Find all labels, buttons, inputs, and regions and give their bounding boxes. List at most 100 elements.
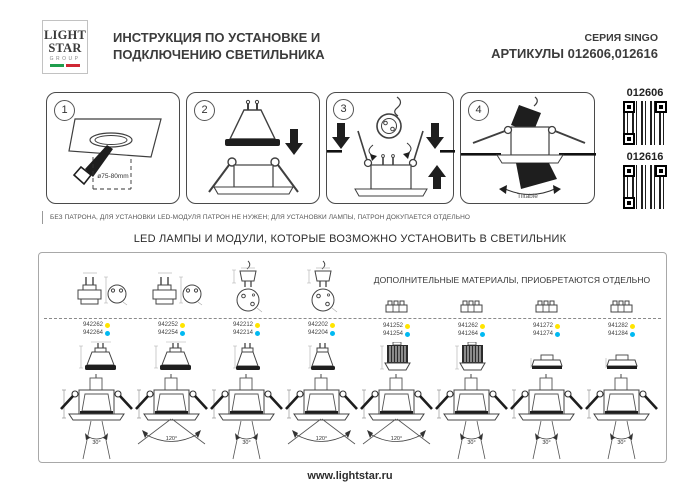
website-url: www.lightstar.ru (307, 470, 393, 482)
installed-fixture-drawing: 120° (134, 374, 209, 462)
cyan-dot-icon (105, 331, 111, 336)
section-title: LED ЛАМПЫ И МОДУЛИ, КОТОРЫЕ ВОЗМОЖНО УСТ… (133, 233, 567, 245)
installed-fixture-drawing: 120° (359, 374, 434, 462)
article-number: 942202 (307, 322, 329, 328)
flat-module-drawing (530, 354, 562, 370)
article-number: 941274 (532, 331, 554, 338)
document-title: ИНСТРУКЦИЯ ПО УСТАНОВКЕ И ПОДКЛЮЧЕНИЮ СВ… (113, 30, 325, 64)
article-number: 942212 (232, 322, 254, 328)
arrow-down-icon (426, 123, 444, 149)
beam-angle-label: 30° (542, 440, 551, 447)
connect-socket-drawing (327, 96, 455, 197)
qr-article-012606: 012606 (626, 87, 664, 99)
lamp-column-2: 942252 942254 120° (134, 259, 209, 462)
installed-fixture-drawing: 30° (509, 374, 584, 462)
italy-flag-stripe (50, 64, 80, 67)
qr-code-012606 (623, 101, 667, 145)
cyan-dot-icon (405, 332, 411, 338)
logo-text-light: LIGHT (44, 28, 86, 42)
document-title-line2: ПОДКЛЮЧЕНИЮ СВЕТИЛЬНИКА (113, 46, 325, 62)
beam-angle-label: 120° (165, 436, 178, 442)
socket-note: БЕЗ ПАТРОНА, ДЛЯ УСТАНОВКИ LED-МОДУЛЯ ПА… (42, 211, 470, 224)
socket-block-icon (460, 300, 482, 313)
narrow-lamp-drawing (231, 342, 261, 371)
spot-lamp-drawing (152, 341, 192, 371)
yellow-dot-icon (330, 323, 336, 328)
cyan-dot-icon (180, 331, 186, 336)
lamp-column-8: 941282 941284 30° (584, 259, 659, 462)
flat-module-drawing (605, 354, 637, 370)
cyan-dot-icon (255, 331, 261, 336)
cyan-dot-icon (555, 332, 561, 338)
article-number: 942204 (307, 330, 329, 336)
article-number: 941252 (382, 323, 404, 330)
additional-materials-title: ДОПОЛНИТЕЛЬНЫЕ МАТЕРИАЛЫ, ПРИОБРЕТАЮТСЯ … (373, 275, 651, 285)
arrow-down-icon (332, 123, 350, 149)
article-pair: 941282 941284 (607, 322, 636, 339)
installed-fixture-drawing: 30° (209, 374, 284, 462)
cut-hole-drawing (68, 118, 162, 190)
installed-fixture-drawing: 30° (434, 374, 509, 462)
tiltable-fixture-drawing (461, 96, 596, 196)
installed-fixture-drawing: 30° (59, 374, 134, 462)
lamp-column-7: 941272 941274 30° (509, 259, 584, 462)
article-number: 942262 (82, 322, 104, 328)
article-pair: 941272 941274 (532, 322, 561, 339)
compatible-lamps-box: ДОПОЛНИТЕЛЬНЫЕ МАТЕРИАЛЫ, ПРИОБРЕТАЮТСЯ … (38, 252, 667, 463)
lamp-column-1: 942262 942264 30° (59, 259, 134, 462)
series-block: СЕРИЯ SINGO АРТИКУЛЫ 012606,012616 (491, 32, 658, 61)
article-pair: 941252 941254 (382, 322, 411, 339)
socket-block-icon (535, 300, 557, 313)
article-pair: 941262 941264 (458, 322, 486, 339)
gu10-base-drawing (151, 272, 203, 306)
step-number-4: 4 (468, 100, 489, 121)
lamp-column-4: 942202 942204 120° (284, 259, 359, 462)
insert-lamp-drawing (208, 99, 303, 195)
logo-text-group: GROUP (49, 56, 81, 62)
beam-angle-label: 30° (242, 440, 251, 446)
yellow-dot-icon (405, 324, 411, 330)
cyan-dot-icon (330, 331, 336, 336)
step-panel-3: 3 (326, 92, 455, 204)
article-number: 941282 (607, 323, 629, 330)
yellow-dot-icon (555, 324, 561, 330)
article-number: 941254 (382, 331, 404, 338)
article-pair: 942252 942254 (157, 321, 186, 338)
qr-code-012616 (623, 165, 667, 209)
beam-angle-label: 30° (617, 440, 626, 447)
installed-fixture-drawing: 120° (284, 374, 359, 462)
step-number-1: 1 (54, 100, 75, 121)
socket-block-icon (610, 300, 632, 313)
arrow-up-icon (428, 165, 446, 189)
beam-angle-label: 120° (390, 436, 403, 443)
yellow-dot-icon (255, 323, 261, 328)
lamp-column-3: 942212 942214 30° (209, 259, 284, 462)
cyan-dot-icon (480, 332, 486, 338)
narrow-lamp-drawing (306, 342, 336, 371)
yellow-dot-icon (105, 323, 111, 328)
qr-article-012616: 012616 (626, 151, 664, 163)
step-panel-1: 1 ø75-80mm (46, 92, 180, 204)
article-number: 942214 (232, 330, 254, 336)
lamp-column-6: 941262 941264 30° (434, 259, 509, 462)
article-number: 942252 (157, 322, 179, 328)
spot-lamp-drawing (77, 341, 117, 371)
logo-text-star: STAR (48, 40, 82, 55)
beam-angle-label: 30° (467, 440, 476, 447)
article-pair: 942262 942264 (82, 321, 111, 338)
step-panel-4: 4 Tiltable (460, 92, 596, 204)
article-number: 941284 (607, 331, 629, 338)
led-module-drawing (379, 342, 410, 371)
yellow-dot-icon (180, 323, 186, 328)
socket-block-icon (385, 300, 407, 313)
lightstar-logo: LIGHT STAR GROUP (42, 20, 88, 74)
article-pair: 942212 942214 (232, 321, 261, 338)
cyan-dot-icon (630, 332, 636, 338)
article-number: 942264 (82, 330, 104, 336)
gu10-base-drawing (76, 272, 128, 306)
document-title-line1: ИНСТРУКЦИЯ ПО УСТАНОВКЕ И (113, 30, 321, 45)
step-number-3: 3 (333, 99, 354, 120)
arrow-down-icon (285, 129, 303, 155)
article-pair: 942202 942204 (307, 321, 336, 338)
